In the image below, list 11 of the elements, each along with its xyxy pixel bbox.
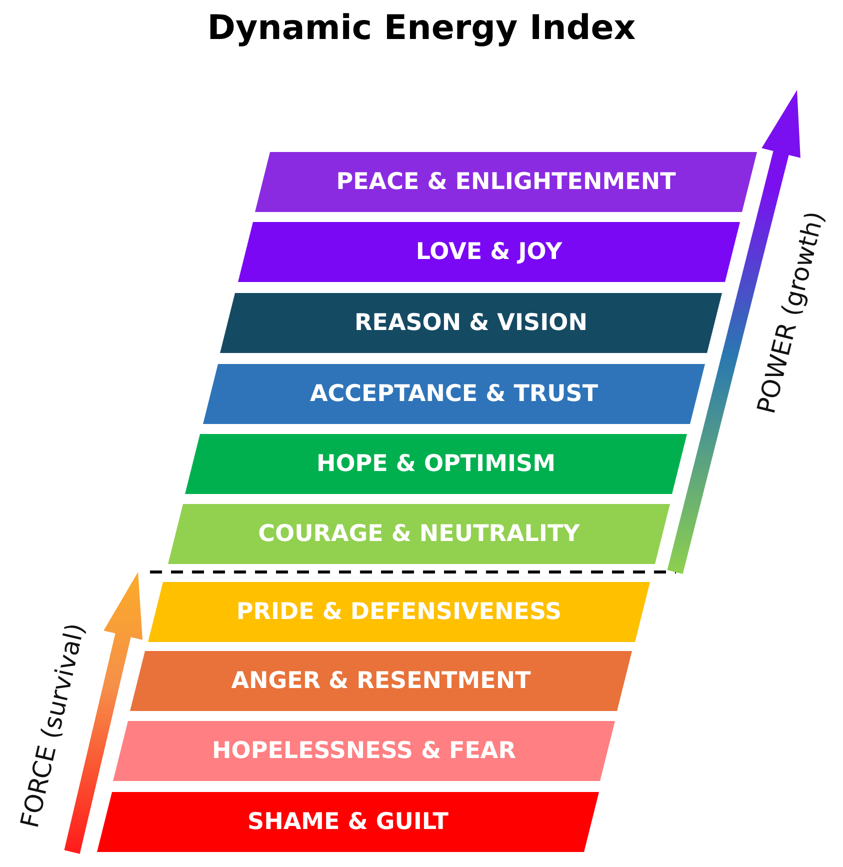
- diagram-title: Dynamic Energy Index: [206, 8, 637, 48]
- level-label: HOPELESSNESS & FEAR: [211, 738, 517, 764]
- level-label: HOPE & OPTIMISM: [316, 451, 556, 477]
- level-label: ACCEPTANCE & TRUST: [308, 381, 600, 407]
- level-label: PRIDE & DEFENSIVENESS: [235, 599, 563, 625]
- level-label: SHAME & GUILT: [246, 809, 450, 835]
- level-label: ANGER & RESENTMENT: [230, 668, 532, 694]
- level-label: COURAGE & NEUTRALITY: [257, 521, 581, 547]
- level-label: PEACE & ENLIGHTENMENT: [335, 169, 677, 195]
- level-label: LOVE & JOY: [414, 239, 564, 265]
- level-label: REASON & VISION: [354, 310, 588, 336]
